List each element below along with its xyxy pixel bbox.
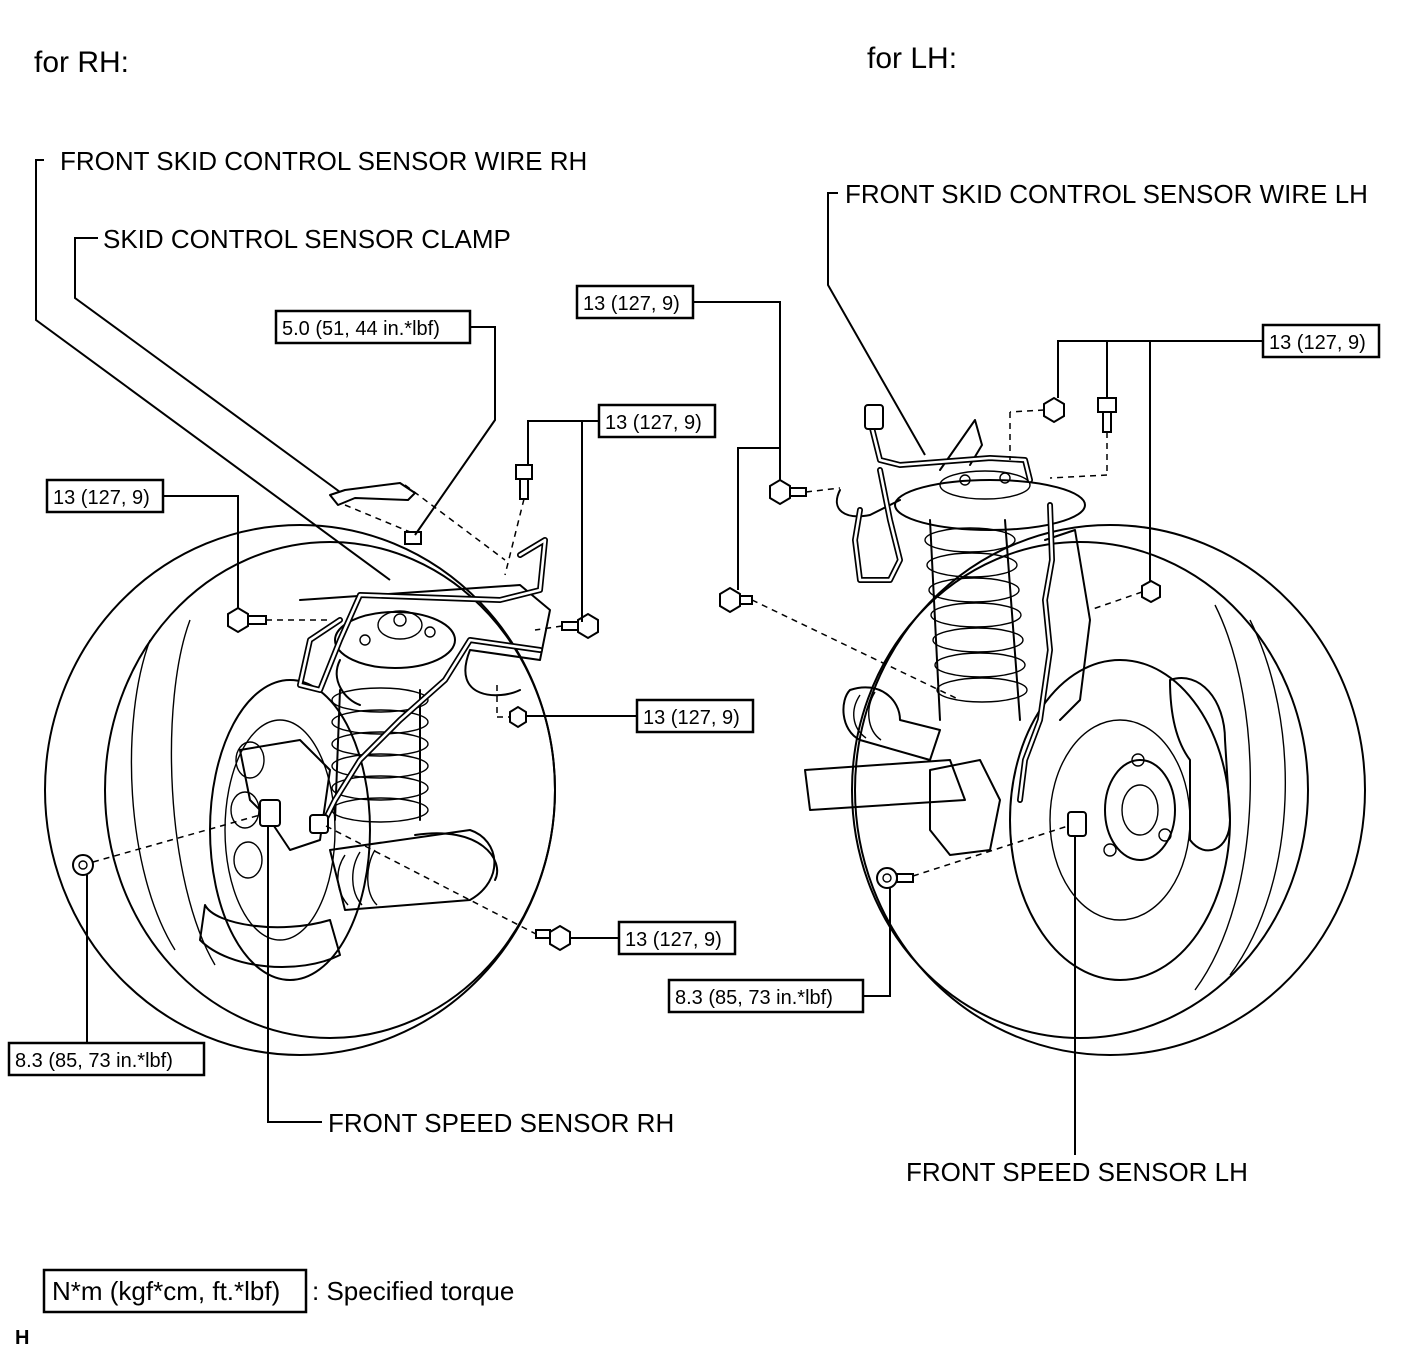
lh-strut-mount: [835, 419, 1086, 531]
rh-wire-grommet: [309, 814, 329, 834]
rh-bolt-sensor: [72, 854, 94, 876]
label-skid-control-sensor-clamp: SKID CONTROL SENSOR CLAMP: [103, 224, 511, 254]
torque-box-rh-top: 13 (127, 9): [597, 403, 717, 439]
rh-strut-mount: [334, 610, 456, 706]
lh-wire-connector: [864, 404, 884, 430]
lh-bolt-upper-left: [769, 478, 807, 506]
rh-bolt-bottom: [535, 924, 571, 952]
rh-bolt-clamp: [404, 531, 422, 545]
torque-legend: N*m (kgf*cm, ft.*lbf) : Specified torque: [42, 1268, 514, 1314]
svg-text:13 (127, 9): 13 (127, 9): [1269, 332, 1366, 354]
lh-fender-apron: [1044, 529, 1091, 721]
header-lh: for LH:: [867, 42, 957, 75]
label-front-speed-sensor-rh: FRONT SPEED SENSOR RH: [328, 1108, 674, 1138]
torque-box-rh-mid: 13 (127, 9): [635, 698, 755, 734]
svg-text:8.3 (85, 73 in.*lbf): 8.3 (85, 73 in.*lbf): [675, 987, 833, 1009]
lh-lower-arm: [804, 686, 966, 811]
rh-sensor-wire: [297, 537, 548, 833]
svg-text:13 (127, 9): 13 (127, 9): [643, 707, 740, 729]
rh-body-bracket: [299, 584, 551, 697]
rh-bolt-top: [515, 464, 533, 500]
legend-unit-box: [42, 1268, 308, 1314]
torque-box-lh-top-left: 13 (127, 9): [575, 284, 695, 320]
rh-assembly-illustration: [44, 464, 599, 1056]
rh-steering-knuckle: [239, 739, 331, 851]
rh-lower-arm: [199, 904, 341, 968]
rh-assembly-guides: [92, 484, 563, 935]
svg-text:5.0 (51, 44 in.*lbf): 5.0 (51, 44 in.*lbf): [282, 318, 440, 340]
rh-coil-spring: [331, 687, 429, 823]
torque-box-rh-bottom: 13 (127, 9): [617, 920, 737, 956]
lh-speed-sensor: [1067, 811, 1087, 837]
lh-bolt-sensor: [876, 867, 914, 889]
rh-tire: [44, 524, 556, 1056]
lh-brake-caliper: [1169, 677, 1231, 852]
rh-sensor-clamp: [329, 482, 416, 506]
lh-assembly-illustration: [719, 396, 1366, 1056]
header-rh: for RH:: [34, 46, 129, 79]
svg-text:13 (127, 9): 13 (127, 9): [53, 487, 150, 509]
rh-bolt-mid: [561, 612, 599, 640]
rh-drive-shaft: [329, 829, 499, 911]
rh-nut-mid: [509, 705, 527, 729]
lh-sensor-wire: [852, 417, 1055, 803]
lh-nut-right: [1141, 579, 1161, 604]
lh-bolt-top-b: [1097, 397, 1117, 433]
lh-assembly-guides: [751, 409, 1143, 877]
torque-box-lh-top-right: 13 (127, 9): [1261, 323, 1381, 359]
label-front-skid-control-sensor-wire-lh: FRONT SKID CONTROL SENSOR WIRE LH: [845, 179, 1368, 209]
lh-tire: [851, 524, 1366, 1056]
rh-brake-rotor: [209, 679, 371, 981]
rh-speed-sensor: [259, 799, 281, 827]
svg-text:8.3 (85, 73 in.*lbf): 8.3 (85, 73 in.*lbf): [15, 1050, 173, 1072]
legend-unit: N*m (kgf*cm, ft.*lbf): [52, 1276, 280, 1306]
figure-code: H: [15, 1327, 29, 1349]
torque-box-rh-left: 13 (127, 9): [45, 478, 165, 514]
svg-text:13 (127, 9): 13 (127, 9): [605, 412, 702, 434]
rh-bolt-left: [227, 606, 267, 634]
torque-box-rh-clamp: 5.0 (51, 44 in.*lbf): [274, 309, 472, 345]
torque-box-rh-sensor: 8.3 (85, 73 in.*lbf): [7, 1041, 206, 1077]
svg-text:13 (127, 9): 13 (127, 9): [625, 929, 722, 951]
svg-text:13 (127, 9): 13 (127, 9): [583, 293, 680, 315]
lh-bolt-left: [719, 586, 753, 614]
lh-bolt-top-a: [1043, 396, 1065, 424]
lh-steering-knuckle: [929, 759, 1001, 856]
label-front-speed-sensor-lh: FRONT SPEED SENSOR LH: [906, 1157, 1248, 1187]
torque-box-lh-sensor: 8.3 (85, 73 in.*lbf): [667, 978, 865, 1014]
legend-description: : Specified torque: [312, 1276, 514, 1306]
leader-lines: [35, 159, 1264, 1155]
label-front-skid-control-sensor-wire-rh: FRONT SKID CONTROL SENSOR WIRE RH: [60, 146, 587, 176]
lh-coil-spring: [924, 519, 1028, 721]
